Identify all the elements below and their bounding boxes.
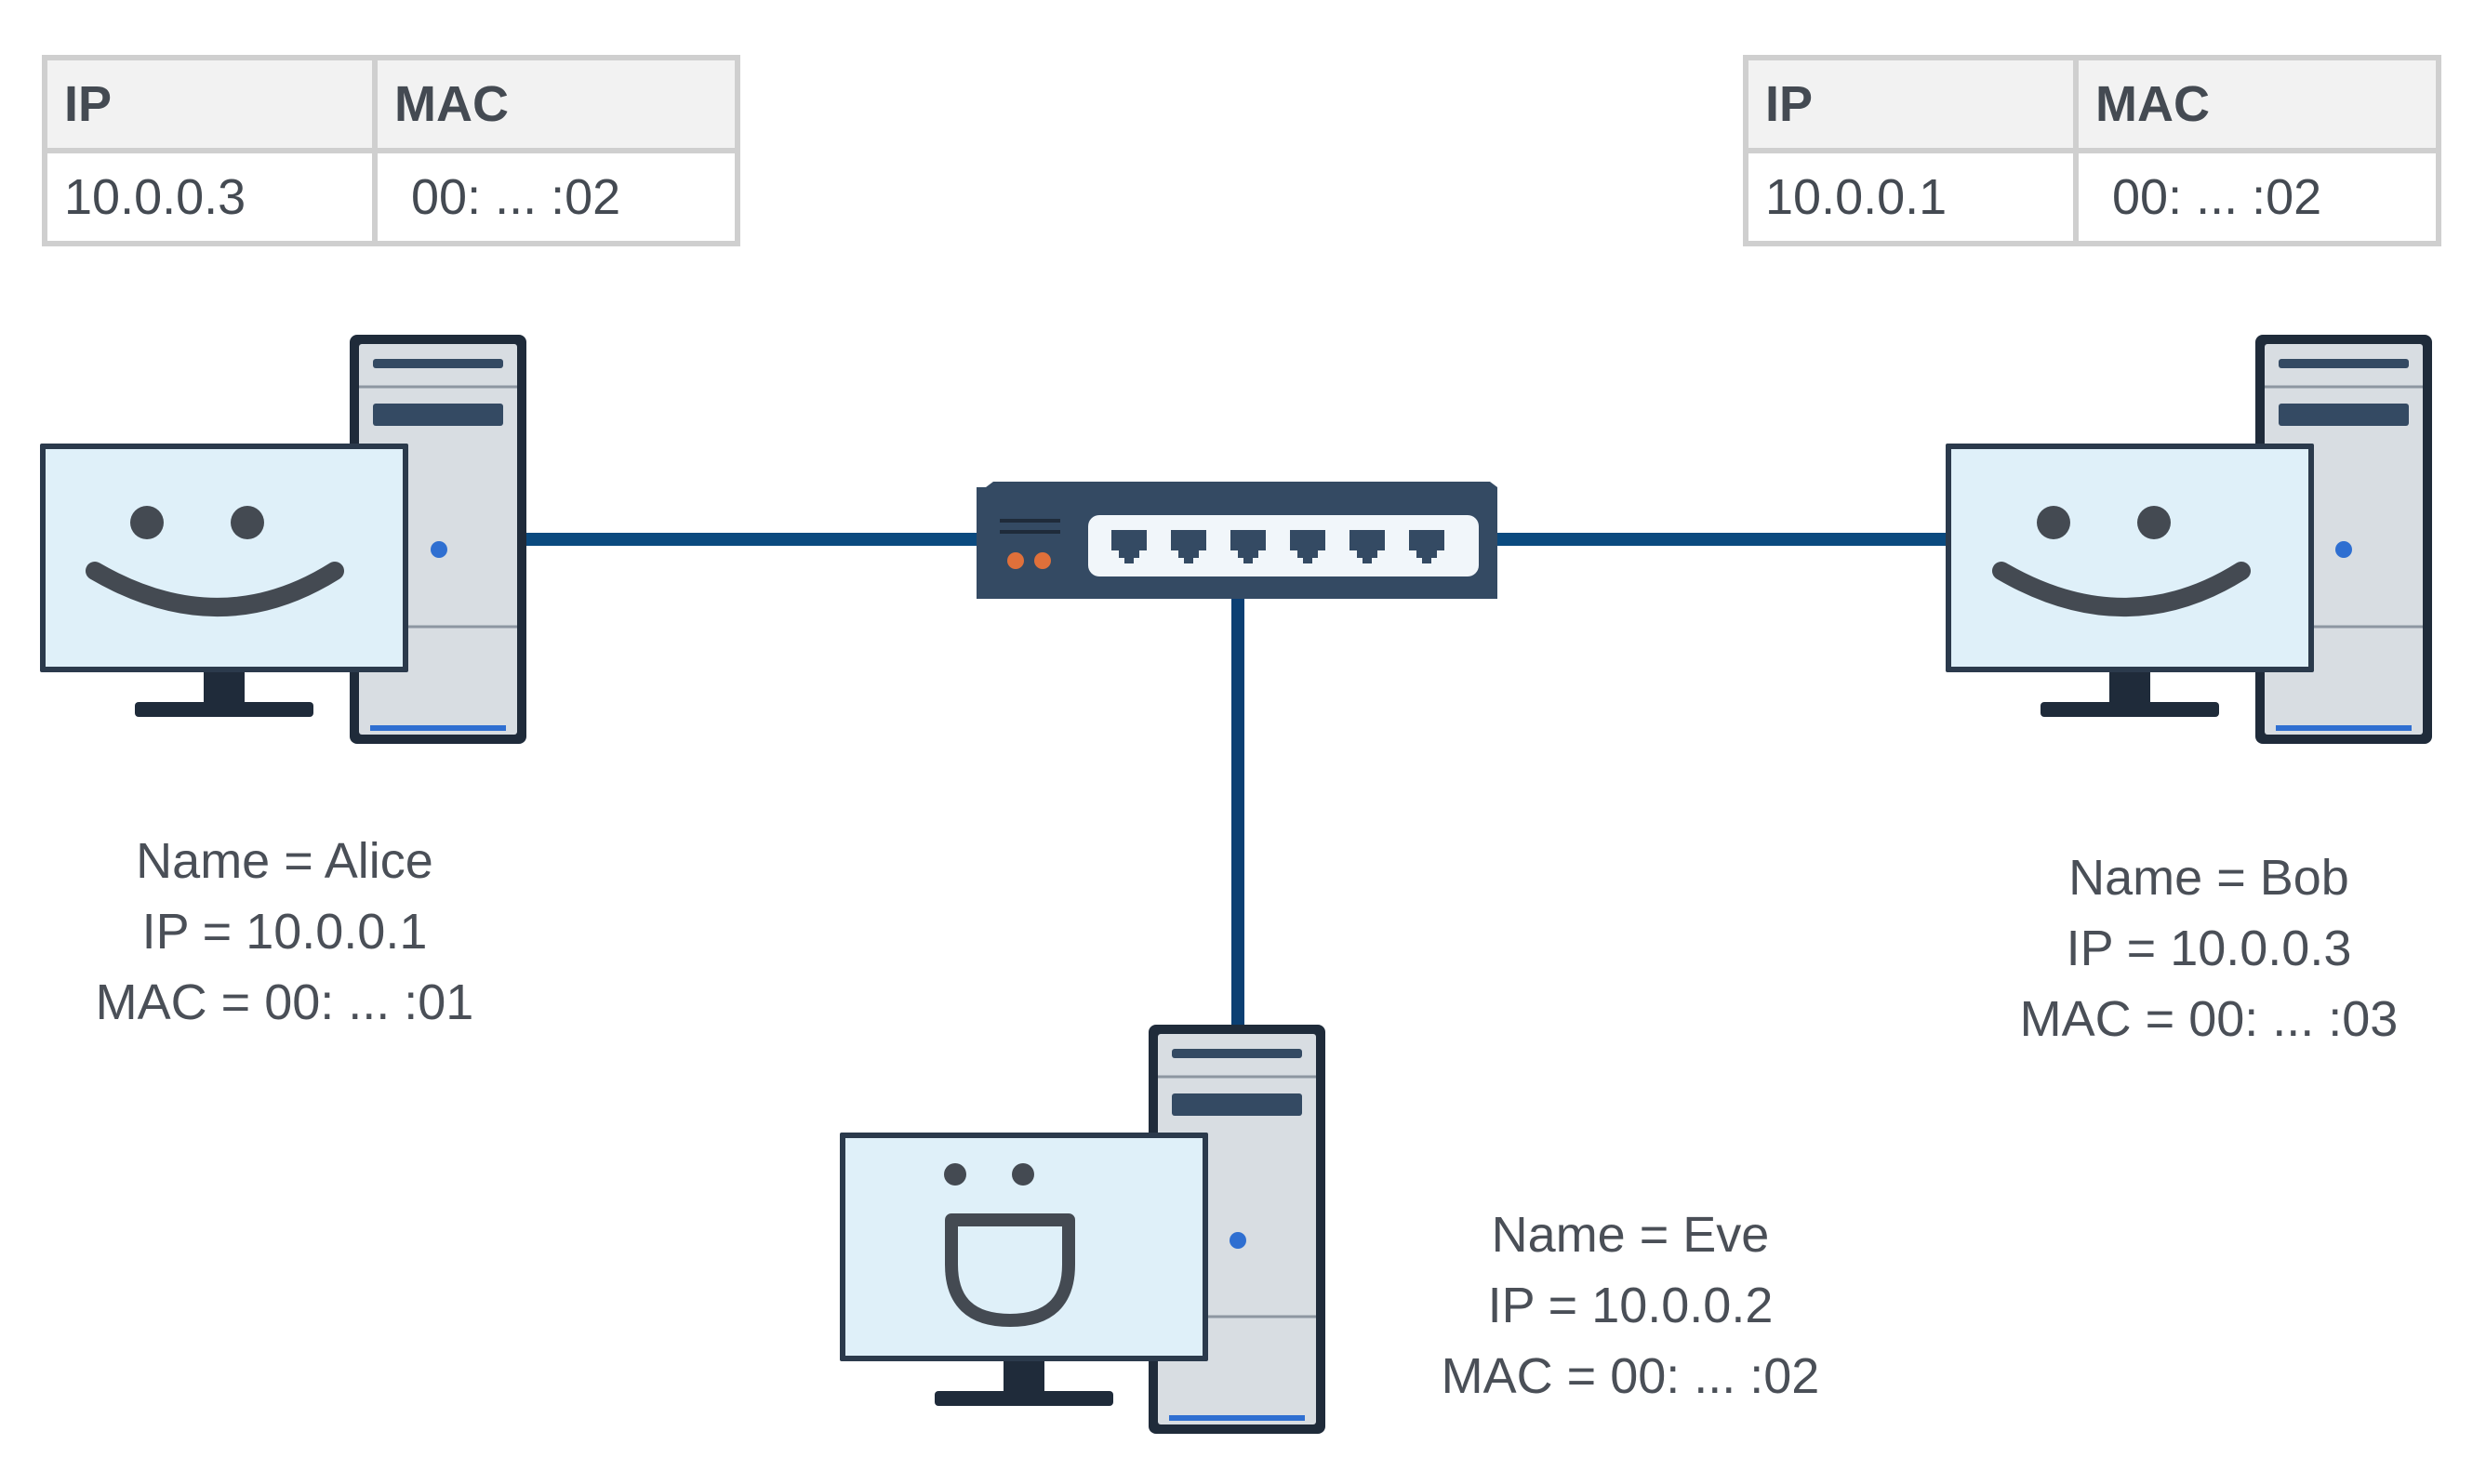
ethernet-port-icon	[1409, 530, 1444, 563]
eve-mac: MAC = 00: ... :02	[1441, 1348, 1820, 1404]
ethernet-port-icon	[1290, 530, 1325, 563]
bob-power-led	[2335, 541, 2352, 558]
ethernet-port-icon	[1230, 530, 1266, 563]
eve-power-led	[1230, 1232, 1246, 1249]
eve-label: Name = Eve IP = 10.0.0.2 MAC = 00: ... :…	[1389, 1199, 1872, 1411]
bob-name: Name = Bob	[2068, 850, 2349, 906]
arp-table-header: IP MAC	[1743, 55, 2441, 153]
header-mac: MAC	[2073, 55, 2441, 153]
eve-ip: IP = 10.0.0.2	[1487, 1278, 1774, 1333]
switch-ports	[1111, 530, 1444, 563]
eve-name: Name = Eve	[1491, 1207, 1770, 1263]
alice-computer-icon	[40, 333, 528, 746]
ethernet-port-icon	[1171, 530, 1206, 563]
table-row: 10.0.0.1 00: ... :02	[1743, 148, 2441, 246]
grin-face-icon	[944, 1163, 1075, 1327]
bob-label: Name = Bob IP = 10.0.0.3 MAC = 00: ... :…	[1967, 842, 2451, 1054]
header-ip: IP	[42, 55, 378, 153]
alice-mac: MAC = 00: ... :01	[95, 974, 474, 1030]
cell-ip: 10.0.0.1	[1743, 148, 2079, 246]
alice-ip: IP = 10.0.0.1	[141, 904, 428, 960]
bob-arp-table: IP MAC 10.0.0.1 00: ... :02	[1743, 55, 2441, 246]
cell-mac: 00: ... :02	[372, 148, 740, 246]
bob-computer-icon	[1946, 333, 2434, 746]
smiley-face-icon	[86, 506, 344, 616]
arp-table-header: IP MAC	[42, 55, 740, 153]
alice-power-led	[431, 541, 447, 558]
switch-led-1	[1007, 552, 1024, 569]
eve-computer-icon	[840, 1023, 1327, 1436]
alice-label: Name = Alice IP = 10.0.0.1 MAC = 00: ...…	[43, 826, 526, 1038]
cell-ip: 10.0.0.3	[42, 148, 378, 246]
header-mac: MAC	[372, 55, 740, 153]
ethernet-port-icon	[1349, 530, 1385, 563]
switch-led-2	[1034, 552, 1051, 569]
header-ip: IP	[1743, 55, 2079, 153]
bob-mac: MAC = 00: ... :03	[2019, 991, 2399, 1047]
network-switch-icon	[977, 482, 1497, 599]
table-row: 10.0.0.3 00: ... :02	[42, 148, 740, 246]
smiley-face-icon	[1992, 506, 2251, 616]
ethernet-port-icon	[1111, 530, 1147, 563]
alice-arp-table: IP MAC 10.0.0.3 00: ... :02	[42, 55, 740, 246]
alice-name: Name = Alice	[136, 833, 433, 889]
cell-mac: 00: ... :02	[2073, 148, 2441, 246]
bob-ip: IP = 10.0.0.3	[2066, 921, 2352, 976]
